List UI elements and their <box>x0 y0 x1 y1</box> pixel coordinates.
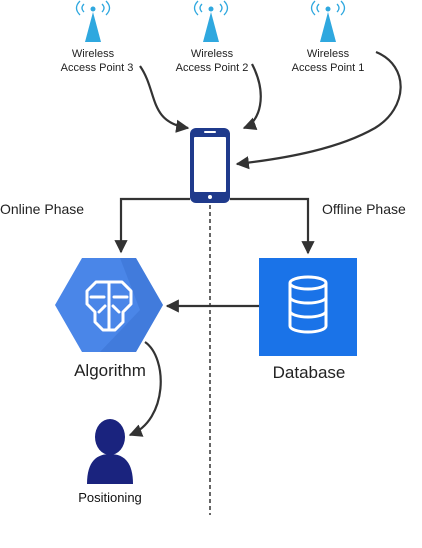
database-label: Database <box>273 363 346 382</box>
brain-hexagon-icon <box>55 258 163 352</box>
smartphone-icon <box>190 128 230 203</box>
database-node: Database <box>259 258 357 382</box>
arrow-algorithm-to-positioning <box>128 341 162 437</box>
antenna-icon <box>310 0 346 42</box>
arrow-ap3-to-phone <box>139 65 190 133</box>
access-point-3: Wireless Access Point 3 <box>61 0 134 74</box>
algorithm-node: Algorithm <box>55 258 163 380</box>
algorithm-label: Algorithm <box>74 361 146 380</box>
online-phase-label: Online Phase <box>0 201 84 217</box>
access-point-3-label-line1: Wireless <box>72 48 115 60</box>
access-point-2-label-line1: Wireless <box>191 48 234 60</box>
access-point-2-label-line2: Access Point 2 <box>176 62 249 74</box>
access-point-2: Wireless Access Point 2 <box>176 0 249 74</box>
antenna-icon <box>75 0 111 42</box>
access-point-1: Wireless Access Point 1 <box>292 0 365 74</box>
arrow-ap2-to-phone <box>242 63 262 130</box>
offline-phase-label: Offline Phase <box>322 201 406 217</box>
positioning-node: Positioning <box>78 419 142 505</box>
arrow-phone-to-database <box>230 197 315 255</box>
antenna-icon <box>193 0 229 42</box>
arrow-ap1-to-phone <box>235 50 402 170</box>
positioning-label: Positioning <box>78 490 142 505</box>
person-icon <box>87 419 133 484</box>
database-icon <box>288 275 328 334</box>
access-point-1-label-line1: Wireless <box>307 48 350 60</box>
arrow-phone-to-algorithm <box>114 197 190 254</box>
access-point-3-label-line2: Access Point 3 <box>61 62 134 74</box>
access-point-1-label-line2: Access Point 1 <box>292 62 365 74</box>
database-tile <box>259 258 357 356</box>
